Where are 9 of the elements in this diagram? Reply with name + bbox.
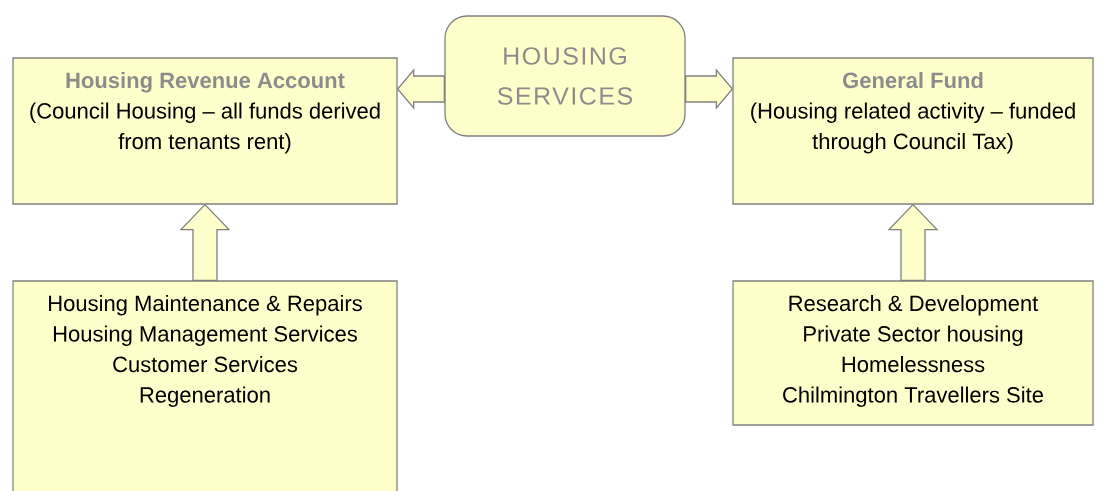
block-arrow	[396, 68, 445, 110]
block-arrow	[887, 203, 939, 281]
account-box: Housing Revenue Account (Council Housing – all funds derived from tenants rent)	[12, 57, 398, 205]
service-list-box: Housing Maintenance & Repairs Housing Management Services Customer Services Regeneration	[12, 280, 398, 491]
rounded-box: HOUSING SERVICES	[444, 15, 686, 137]
block-arrow	[685, 68, 734, 110]
service-list-box: Research & Development Private Sector housing Homelessness Chilmington Travellers Site	[732, 280, 1094, 426]
account-box: General Fund (Housing related activity – funded through Council Tax)	[732, 57, 1094, 205]
block-arrow	[179, 203, 231, 281]
